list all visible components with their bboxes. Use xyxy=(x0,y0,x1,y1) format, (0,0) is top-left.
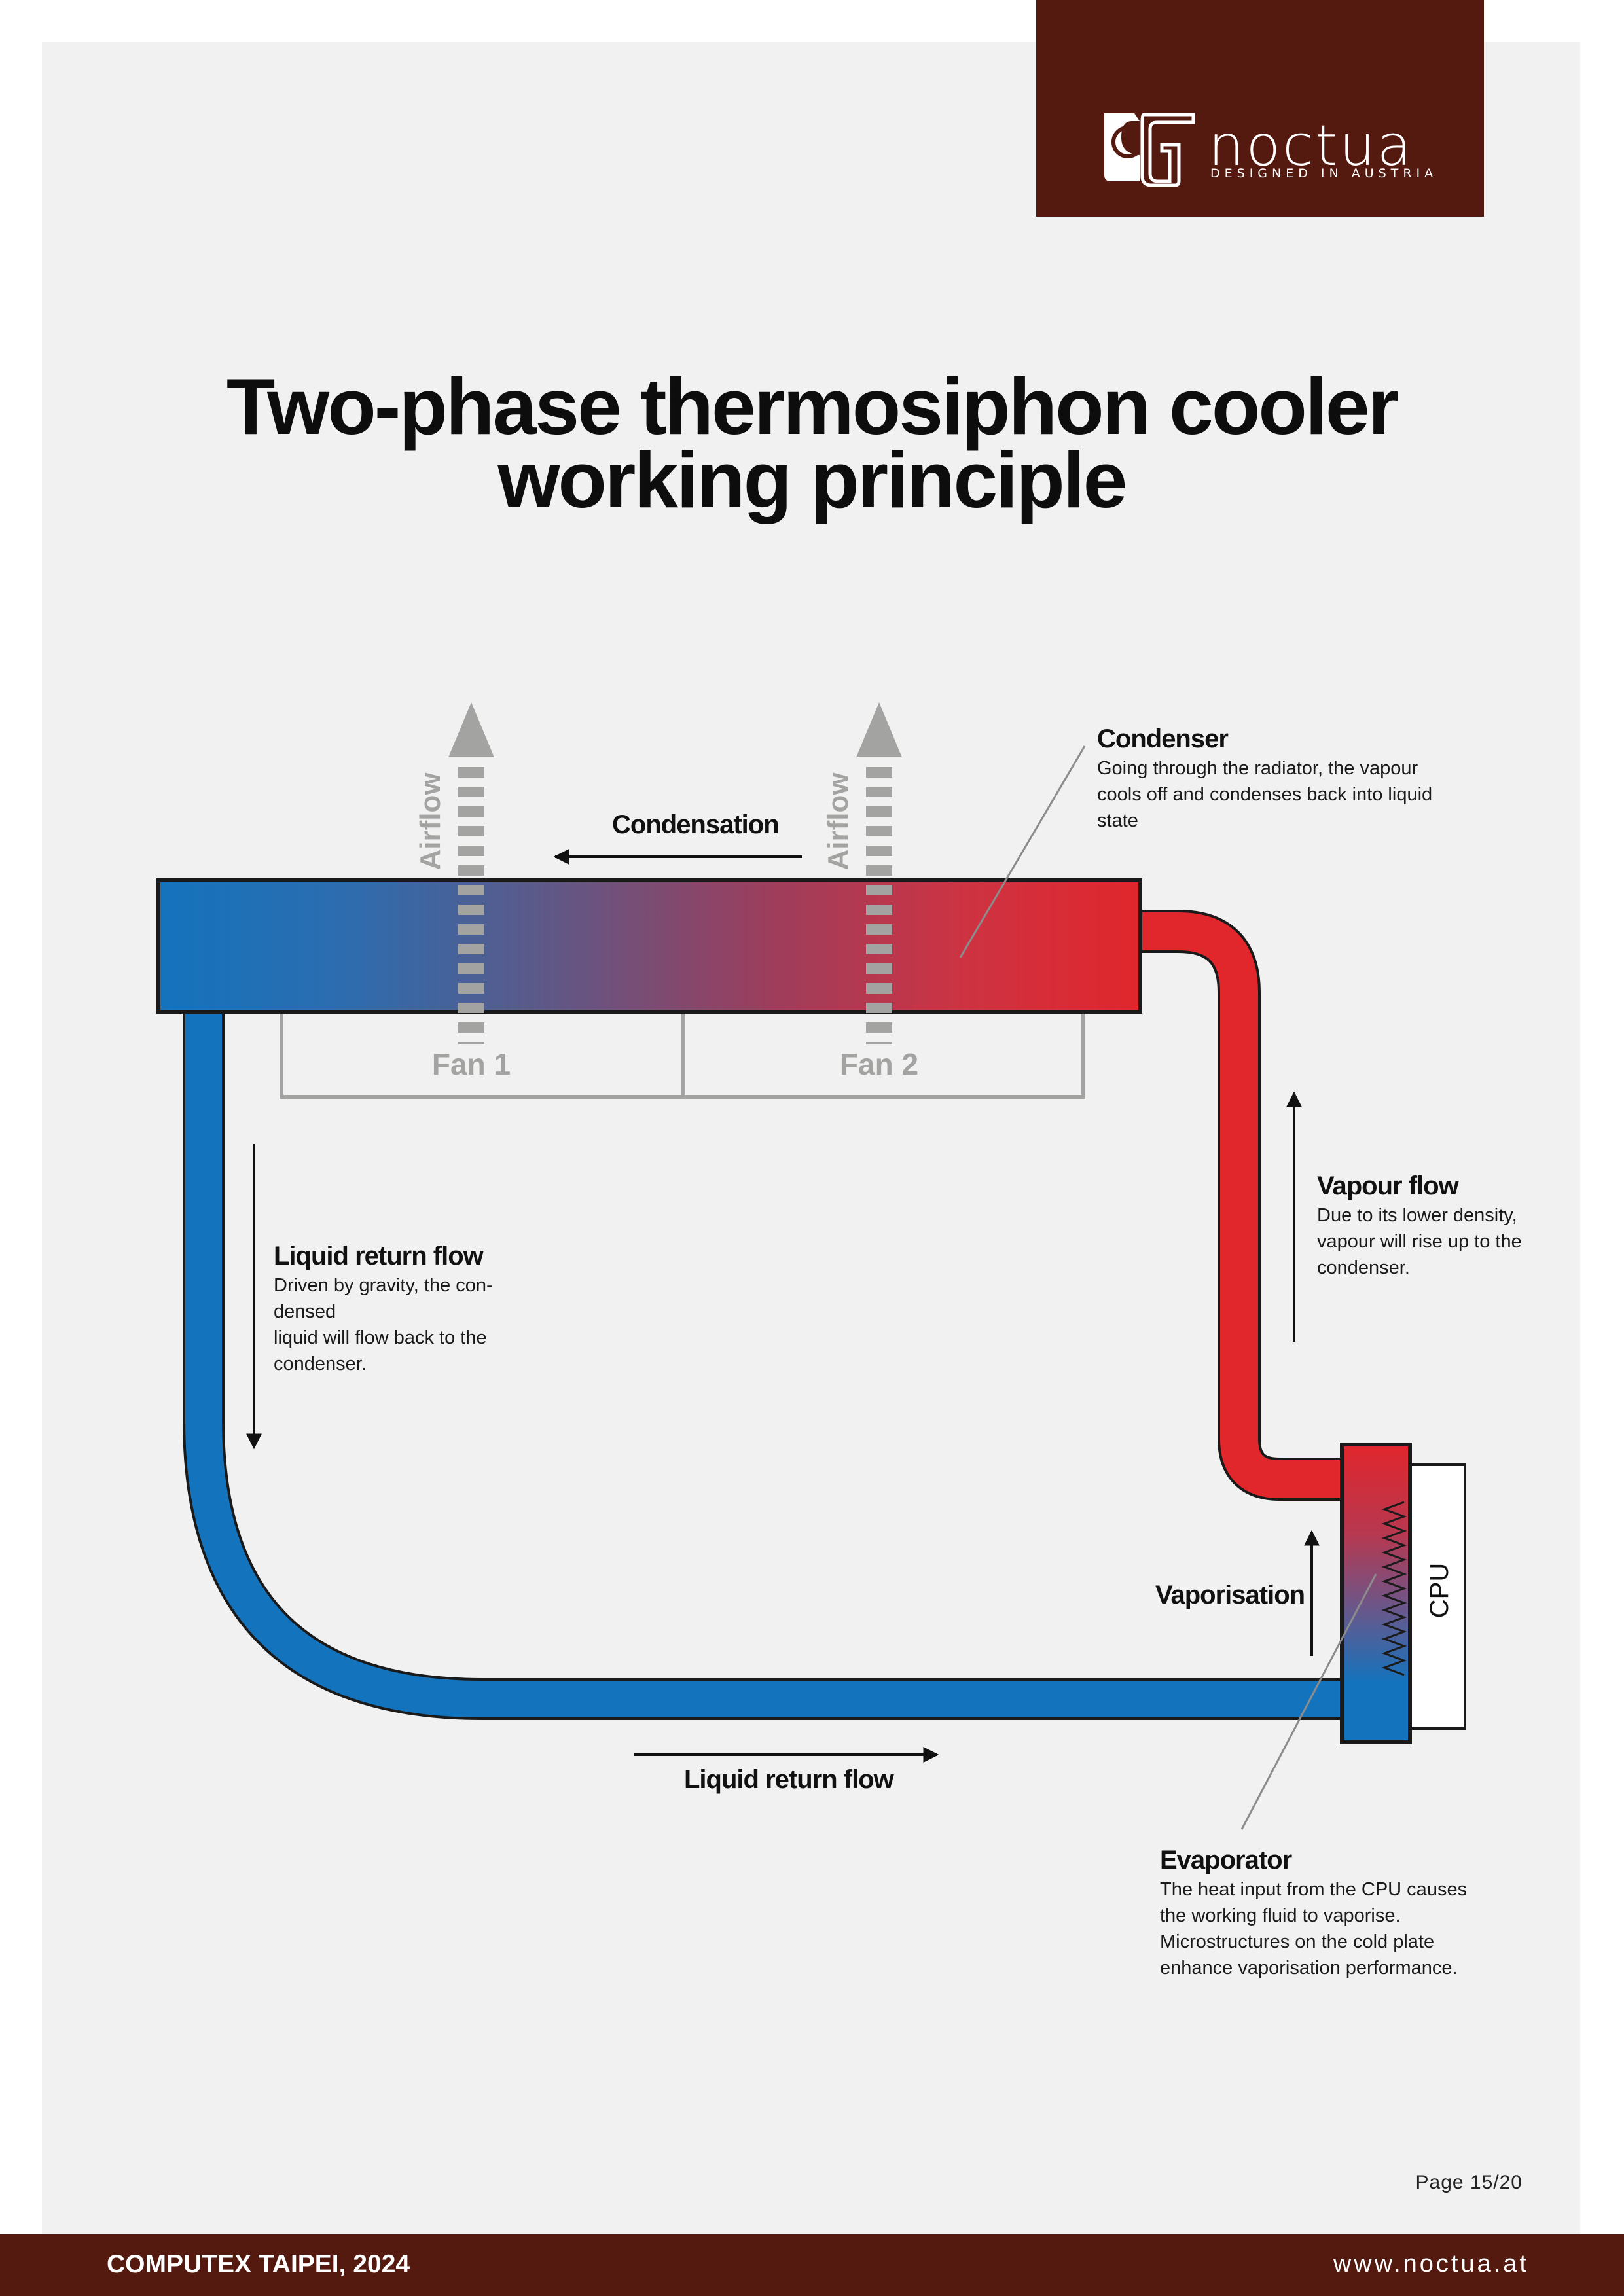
microstructure-zigzag xyxy=(1381,1501,1407,1676)
liquid-return-bottom-label: Liquid return flow xyxy=(684,1765,894,1794)
page-title: Two-phase thermosiphon cooler working pr… xyxy=(157,362,1466,524)
brand-header: noctua DESIGNED IN AUSTRIA xyxy=(1036,0,1484,217)
brand-tagline: DESIGNED IN AUSTRIA xyxy=(1210,166,1438,181)
condensation-label: Condensation xyxy=(612,810,780,839)
airflow-label-2: Airflow xyxy=(822,772,854,870)
brand-name: noctua xyxy=(1208,113,1414,179)
vaporisation-label: Vaporisation xyxy=(1155,1581,1305,1609)
footer-event: COMPUTEX TAIPEI, 2024 xyxy=(107,2250,410,2278)
footer-bar: COMPUTEX TAIPEI, 2024 www.noctua.at xyxy=(0,2234,1624,2296)
cpu-label: CPU xyxy=(1425,1563,1454,1618)
fan-label-1: Fan 1 xyxy=(432,1047,511,1081)
condenser-leader-line xyxy=(959,745,1086,958)
evaporator-heading: Evaporator xyxy=(1160,1846,1292,1874)
page-number: Page 15/20 xyxy=(1415,2172,1523,2193)
liquid-return-heading: Liquid return flow xyxy=(274,1242,484,1270)
condenser-description: Going through the radiator, the vapour c… xyxy=(1097,758,1433,831)
vapour-flow-description: Due to its lower density, vapour will ri… xyxy=(1317,1205,1522,1278)
airflow-label-1: Airflow xyxy=(414,772,446,870)
liquid-return-description: Driven by gravity, the con- densed liqui… xyxy=(274,1275,493,1374)
title-line-2: working principle xyxy=(497,435,1127,524)
fan-label-2: Fan 2 xyxy=(840,1047,918,1081)
fan-frame xyxy=(280,1009,1085,1099)
noctua-owl-logo-icon xyxy=(1104,113,1195,187)
condenser-heading: Condenser xyxy=(1097,725,1229,753)
evaporator-leader-line xyxy=(1240,1573,1377,1830)
airflow-arrow-1 xyxy=(448,702,494,1044)
title-line-1: Two-phase thermosiphon cooler xyxy=(226,362,1399,451)
page-panel xyxy=(42,42,1580,2234)
footer-url-link[interactable]: www.noctua.at xyxy=(1333,2250,1529,2278)
vapour-flow-heading: Vapour flow xyxy=(1317,1172,1459,1200)
evaporator-block xyxy=(1340,1443,1412,1744)
airflow-arrow-2 xyxy=(856,702,902,1044)
evaporator-description: The heat input from the CPU causes the w… xyxy=(1160,1879,1468,1979)
condenser-radiator xyxy=(156,878,1142,1014)
